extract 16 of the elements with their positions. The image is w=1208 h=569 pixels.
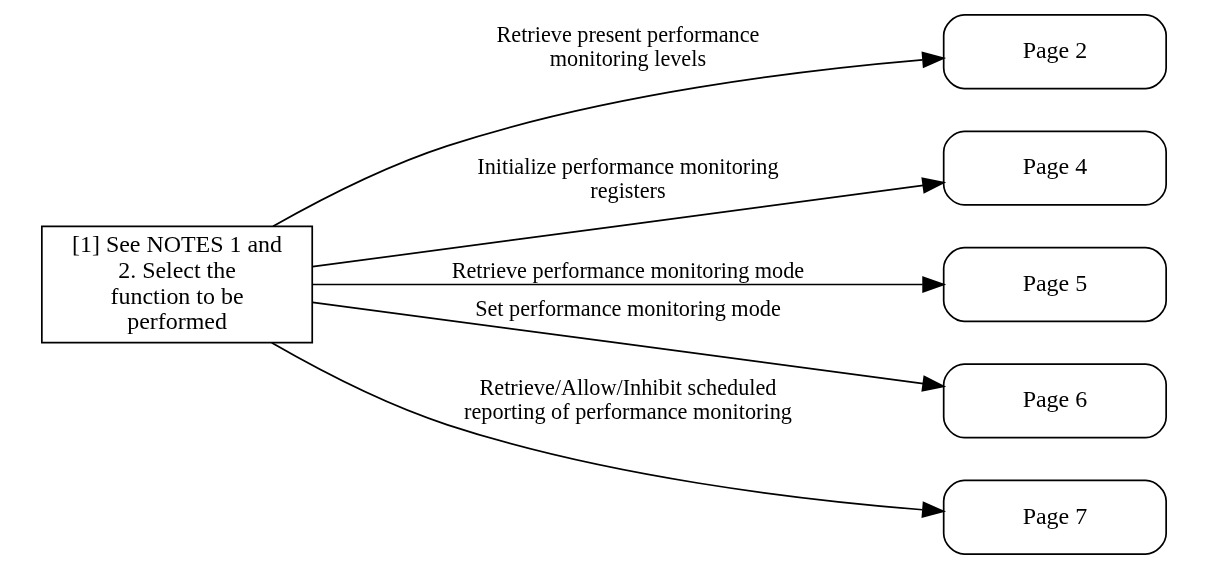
edge-label: Retrieve present performance monitoring levels bbox=[496, 22, 760, 72]
arrow bbox=[311, 276, 947, 293]
edge-label: Set performance monitoring mode bbox=[475, 295, 781, 321]
node-box: [1] See NOTES 1 and 2. Select the function to be performed bbox=[41, 225, 314, 344]
node-box: Page 6 bbox=[942, 363, 1167, 439]
node-box: Page 7 bbox=[942, 479, 1167, 555]
arrow bbox=[270, 341, 947, 519]
edge-label: Retrieve performance monitoring mode bbox=[451, 258, 805, 284]
node-box: Page 2 bbox=[942, 14, 1167, 90]
edge-label: Retrieve/Allow/Inhibit scheduled reporting of performance monitoring bbox=[464, 374, 792, 424]
node-box: Page 4 bbox=[942, 130, 1167, 206]
arrow bbox=[272, 51, 947, 228]
arrow bbox=[311, 301, 947, 392]
arrow bbox=[311, 177, 947, 268]
edge-label: Initialize performance monitoring registers bbox=[477, 153, 779, 203]
node-box: Page 5 bbox=[942, 246, 1167, 323]
